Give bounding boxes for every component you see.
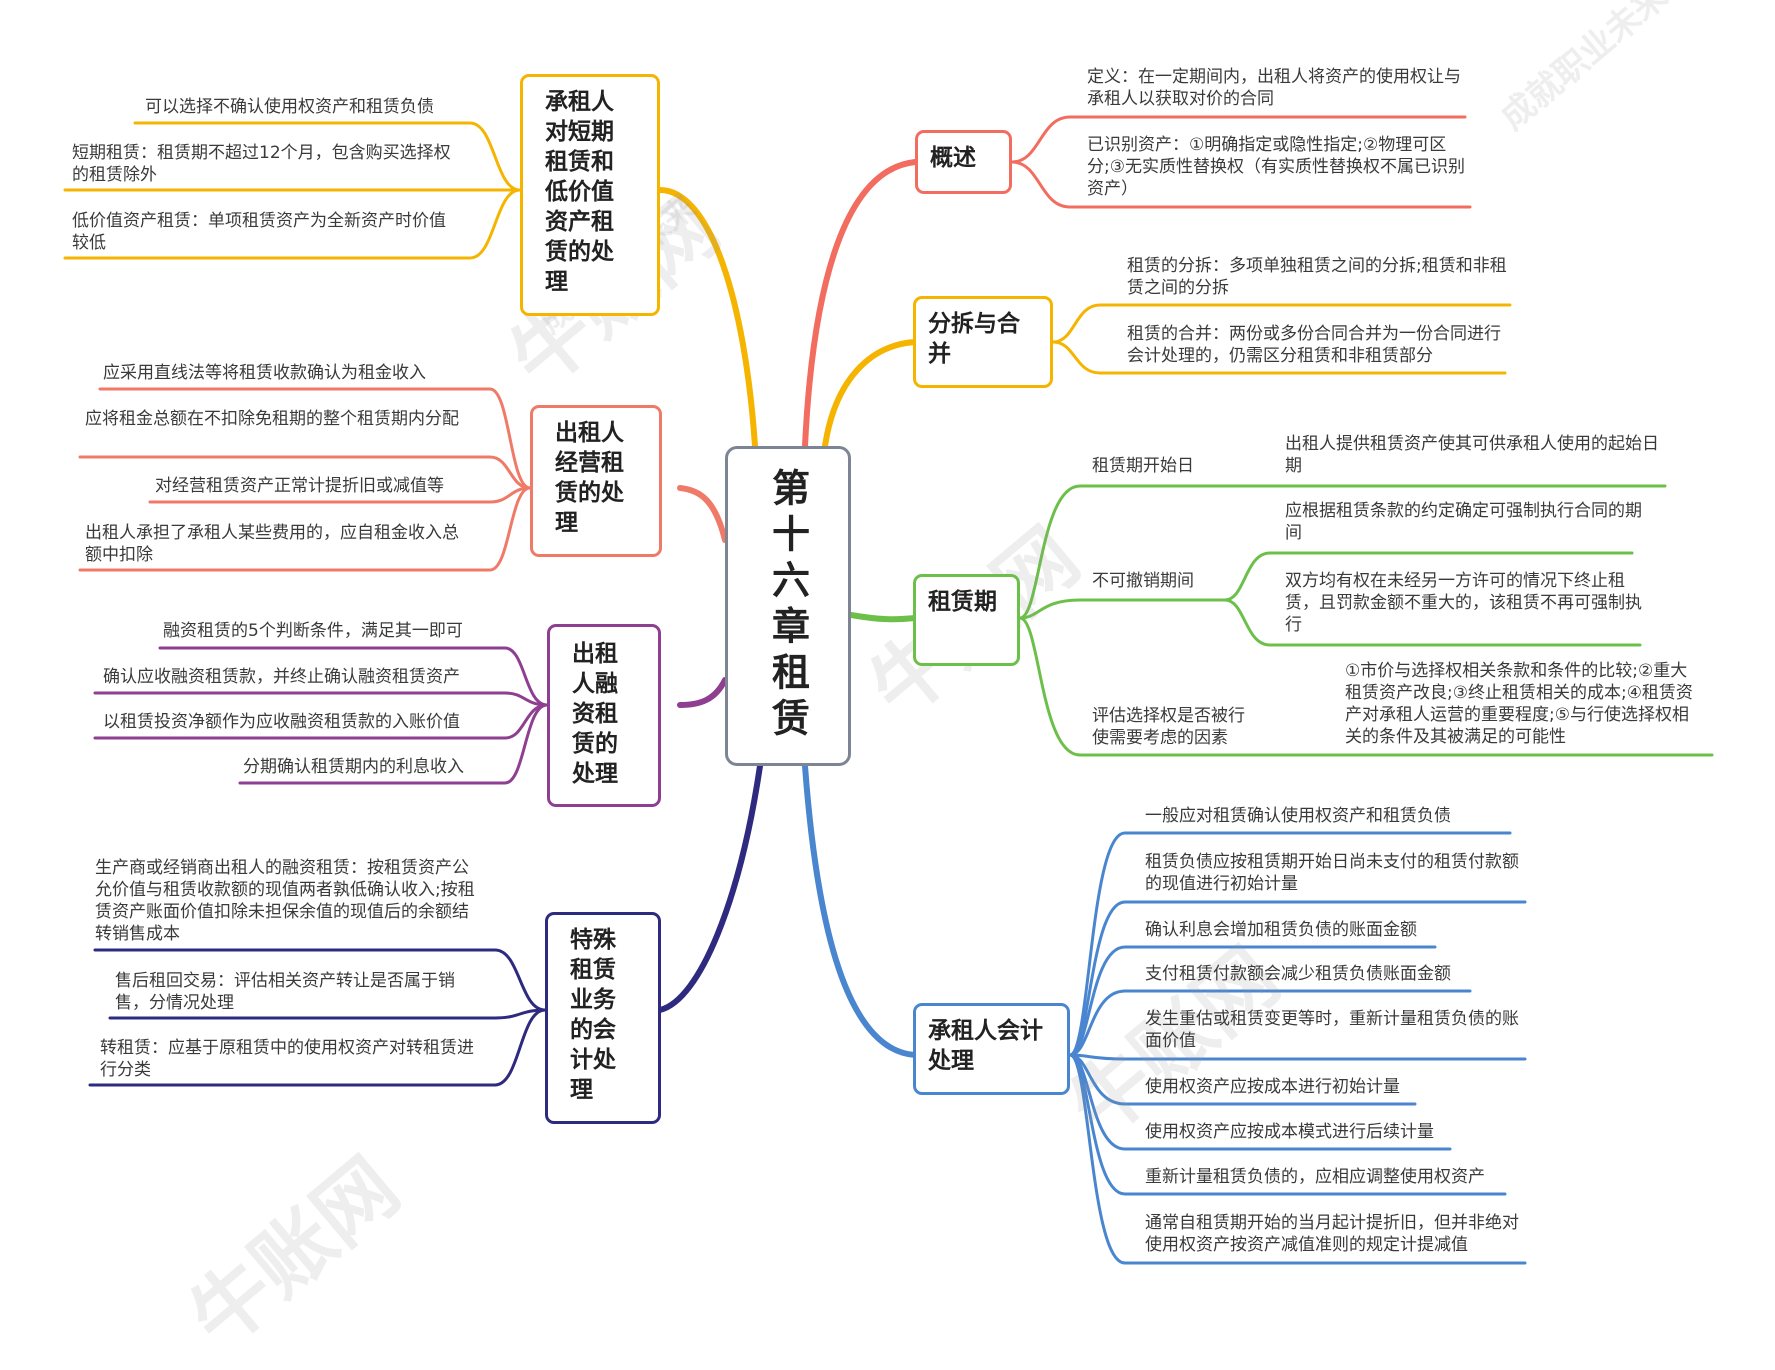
leaf-rongzi-2: 以租赁投资净额作为应收融资租赁款的入账价值 xyxy=(103,712,460,732)
central-title: 第十六章租赁 xyxy=(765,468,810,744)
leaf-gaishu-asset: 已识别资产：①明确指定或隐性指定;②物理可区分;③无实质性替换权（有实质性替换权… xyxy=(1087,135,1465,199)
leaf-gaishu-definition: 定义：在一定期间内，出租人将资产的使用权让与承租人以获取对价的合同 xyxy=(1087,67,1461,109)
leaf-chengzuren-2: 确认利息会增加租赁负债的账面金额 xyxy=(1145,920,1417,940)
branch-label: 分拆与合并 xyxy=(928,311,1020,367)
leaf-jingying-1: 应将租金总额在不扣除免租期的整个租赁期内分配 xyxy=(85,409,459,429)
leaf-chengzuren-6: 使用权资产应按成本模式进行后续计量 xyxy=(1145,1122,1434,1142)
leaf-chengzuren-8: 通常自租赁期开始的当月起计提折旧，但并非绝对使用权资产按资产减值准则的规定计提减… xyxy=(1145,1213,1519,1255)
branch-label: 特殊租赁业务的会计处理 xyxy=(570,927,616,1103)
branch-duanqi[interactable]: 承租人对短期租赁和低价值资产租赁的处理 xyxy=(520,74,660,316)
leaf-fenchai-merge: 租赁的合并：两份或多份合同合并为一份合同进行会计处理的，仍需区分租赁和非租赁部分 xyxy=(1127,324,1501,366)
leaf-zulinqi-noncancel-detail-2: 双方均有权在未经另一方许可的情况下终止租赁，且罚款金额不重大的，该租赁不再可强制… xyxy=(1285,571,1642,635)
leaf-zulinqi-start-detail: 出租人提供租赁资产使其可供承租人使用的起始日期 xyxy=(1285,434,1659,476)
leaf-zulinqi-noncancel-detail-1: 应根据租赁条款的约定确定可强制执行合同的期间 xyxy=(1285,501,1642,543)
leaf-chengzuren-0: 一般应对租赁确认使用权资产和租赁负债 xyxy=(1145,806,1451,826)
branch-label: 概述 xyxy=(930,145,976,171)
leaf-duanqi-2: 低价值资产租赁：单项租赁资产为全新资产时价值较低 xyxy=(72,211,446,253)
leaf-chengzuren-7: 重新计量租赁负债的，应相应调整使用权资产 xyxy=(1145,1167,1485,1187)
branch-label: 租赁期 xyxy=(928,589,997,615)
central-topic[interactable]: 第十六章租赁 xyxy=(725,446,851,766)
leaf-rongzi-3: 分期确认租赁期内的利息收入 xyxy=(243,757,464,777)
branch-label: 承租人对短期租赁和低价值资产租赁的处理 xyxy=(545,89,614,295)
leaf-teshu-0: 生产商或经销商出租人的融资租赁：按租赁资产公允价值与租赁收款额的现值两者孰低确认… xyxy=(95,858,475,944)
leaf-fenchai-split: 租赁的分拆：多项单独租赁之间的分拆;租赁和非租赁之间的分拆 xyxy=(1127,256,1507,298)
leaf-chengzuren-5: 使用权资产应按成本进行初始计量 xyxy=(1145,1077,1400,1097)
branch-fenchai[interactable]: 分拆与合并 xyxy=(913,296,1053,388)
leaf-rongzi-1: 确认应收融资租赁款，并终止确认融资租赁资产 xyxy=(103,667,460,687)
leaf-jingying-0: 应采用直线法等将租赁收款确认为租金收入 xyxy=(103,363,426,383)
leaf-zulinqi-option-label: 评估选择权是否被行使需要考虑的因素 xyxy=(1092,706,1245,748)
leaf-chengzuren-3: 支付租赁付款额会减少租赁负债账面金额 xyxy=(1145,964,1451,984)
leaf-teshu-1: 售后租回交易：评估相关资产转让是否属于销售，分情况处理 xyxy=(115,971,455,1013)
leaf-duanqi-1: 短期租赁：租赁期不超过12个月，包含购买选择权的租赁除外 xyxy=(72,143,451,185)
leaf-teshu-2: 转租赁：应基于原租赁中的使用权资产对转租赁进行分类 xyxy=(100,1038,474,1080)
branch-rongzi[interactable]: 出租人融资租赁的处理 xyxy=(547,624,661,807)
leaf-duanqi-0: 可以选择不确认使用权资产和租赁负债 xyxy=(145,97,434,117)
leaf-zulinqi-option-detail: ①市价与选择权相关条款和条件的比较;②重大租赁资产改良;③终止租赁相关的成本;④… xyxy=(1345,661,1693,747)
branch-zulinqi[interactable]: 租赁期 xyxy=(913,574,1020,666)
branch-label: 出租人经营租赁的处理 xyxy=(555,420,624,536)
connector-lines xyxy=(63,115,1714,1265)
leaf-zulinqi-start-label: 租赁期开始日 xyxy=(1092,456,1194,476)
branch-teshu[interactable]: 特殊租赁业务的会计处理 xyxy=(545,912,661,1124)
branch-gaishu[interactable]: 概述 xyxy=(915,130,1012,194)
branch-chengzuren[interactable]: 承租人会计处理 xyxy=(913,1003,1070,1095)
leaf-chengzuren-4: 发生重估或租赁变更等时，重新计量租赁负债的账面价值 xyxy=(1145,1009,1519,1051)
branch-jingying[interactable]: 出租人经营租赁的处理 xyxy=(530,405,662,557)
leaf-jingying-3: 出租人承担了承租人某些费用的，应自租金收入总额中扣除 xyxy=(85,523,459,565)
branch-label: 出租人融资租赁的处理 xyxy=(572,641,618,787)
leaf-rongzi-0: 融资租赁的5个判断条件，满足其一即可 xyxy=(163,621,463,641)
leaf-jingying-2: 对经营租赁资产正常计提折旧或减值等 xyxy=(155,476,444,496)
leaf-zulinqi-noncancel-label: 不可撤销期间 xyxy=(1092,571,1194,591)
branch-label: 承租人会计处理 xyxy=(928,1018,1043,1074)
leaf-chengzuren-1: 租赁负债应按租赁期开始日尚未支付的租赁付款额的现值进行初始计量 xyxy=(1145,852,1519,894)
